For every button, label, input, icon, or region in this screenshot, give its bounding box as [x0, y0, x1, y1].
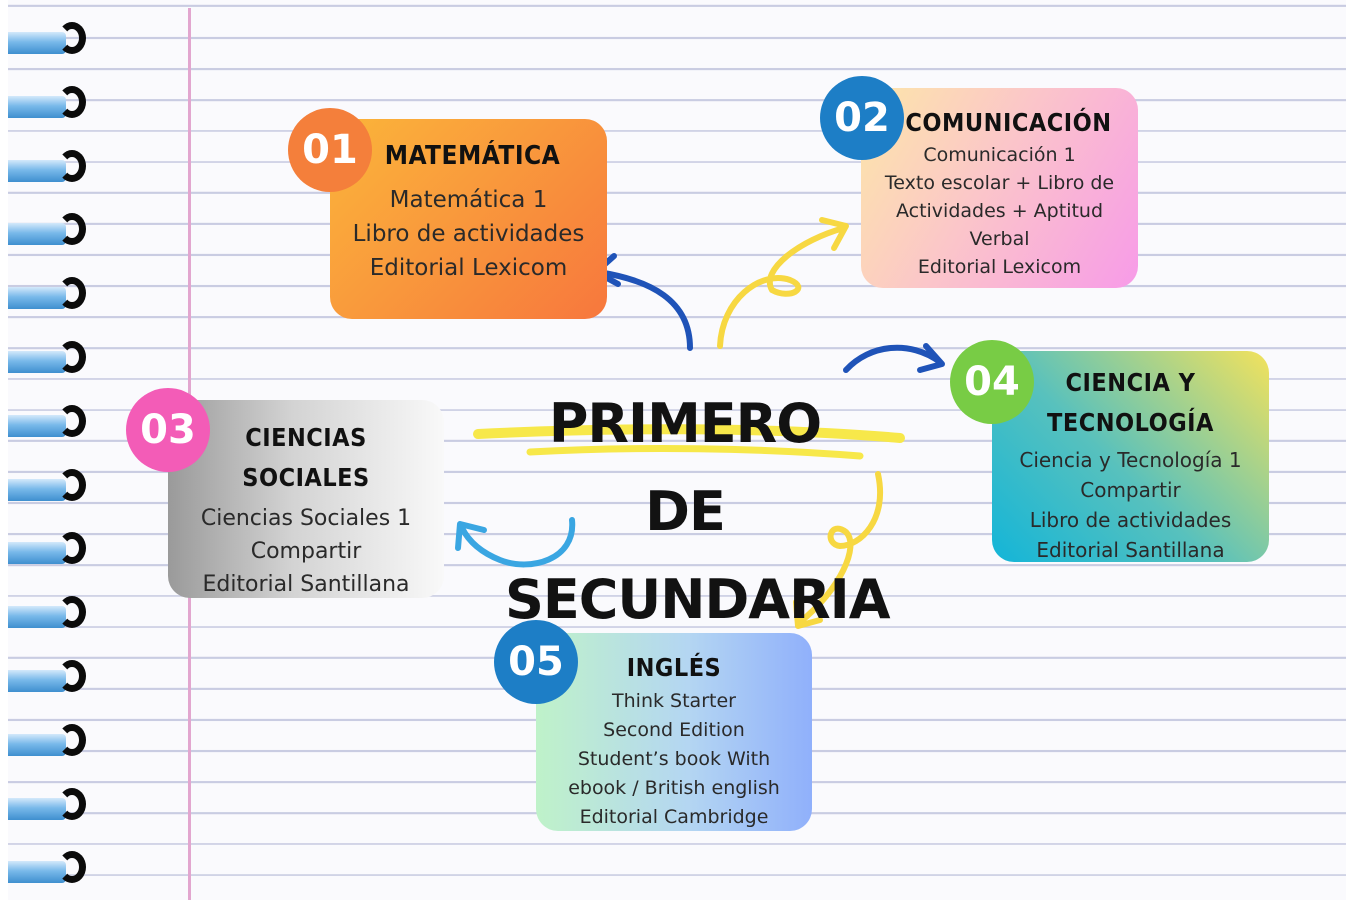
ring-loop — [58, 213, 86, 246]
spiral-ring — [8, 22, 100, 60]
ring-tab — [8, 861, 66, 884]
ring-loop — [58, 787, 86, 820]
card-line: Editorial Santillana — [202, 572, 410, 597]
card-line: Second Edition — [603, 719, 745, 741]
card-line: Compartir — [1080, 478, 1181, 502]
spiral-ring — [8, 660, 100, 698]
card-line: Student’s book With — [577, 748, 771, 770]
ring-loop — [58, 85, 86, 118]
card-title: TECNOLOGÍA — [1047, 408, 1214, 437]
ring-loop — [58, 341, 86, 373]
ring-tab — [8, 670, 66, 692]
arrow-head-ingles — [793, 599, 823, 629]
card-line: Think Starter — [612, 690, 736, 712]
ring-tab — [8, 223, 66, 246]
ring-tab — [8, 606, 66, 629]
spiral-ring — [8, 596, 100, 634]
ring-tab — [8, 478, 66, 501]
card-line: Editorial Santillana — [1036, 538, 1225, 562]
ring-tab — [8, 32, 66, 54]
card-title: CIENCIAS — [245, 423, 367, 452]
arrow-to-ingles — [797, 471, 883, 625]
spiral-ring — [8, 149, 100, 188]
badge-03: 03 — [126, 388, 210, 472]
card-line: Editorial Cambridge — [579, 806, 769, 828]
arrow-head-ciencias-sociales — [455, 521, 487, 551]
spiral-ring — [8, 787, 100, 826]
card-line: Matemática 1 — [389, 187, 548, 213]
ring-loop — [58, 277, 86, 310]
arrow-head-ciencia — [917, 343, 945, 373]
ring-loop — [58, 532, 86, 565]
spiral-ring — [8, 85, 100, 124]
spiral-ring — [8, 341, 100, 379]
card-line: ebook / British english — [568, 777, 780, 799]
card-line: Libro de actividades — [352, 221, 585, 247]
arrow-to-ciencias-sociales — [459, 517, 576, 568]
spiral-ring — [8, 851, 100, 889]
ring-loop — [58, 596, 86, 629]
ring-tab — [8, 733, 66, 756]
spiral-ring — [8, 277, 100, 315]
ring-loop — [58, 468, 86, 501]
card-line: Ciencias Sociales 1 — [200, 506, 412, 531]
ring-tab — [8, 159, 66, 182]
ring-loop — [58, 22, 86, 54]
card-line: Ciencia y Tecnología 1 — [1019, 448, 1242, 472]
ring-loop — [58, 723, 86, 756]
card-ingles: INGLÉS Think Starter Second Edition Stud… — [536, 633, 812, 831]
spiral-ring — [8, 532, 100, 570]
card-line: Texto escolar + Libro de — [884, 172, 1115, 194]
ring-tab — [8, 95, 66, 118]
card-line: Editorial Lexicom — [917, 256, 1082, 278]
card-title: SOCIALES — [242, 463, 370, 492]
title-highlight-1 — [473, 424, 905, 443]
card-matematica: MATEMÁTICA Matemática 1 Libro de activid… — [330, 119, 607, 319]
ring-loop — [58, 404, 86, 437]
central-topic: PRIMERO DE SECUNDARIA — [505, 380, 891, 644]
ring-tab — [8, 287, 66, 310]
card-line: Libro de actividades — [1029, 508, 1232, 532]
arrow-to-matematica — [595, 269, 693, 351]
title-highlight-2 — [526, 445, 864, 460]
badge-01: 01 — [288, 108, 372, 192]
card-line: Comunicación 1 — [923, 144, 1076, 166]
card-line: Editorial Lexicom — [369, 255, 568, 281]
card-ciencia-tecnologia: CIENCIA Y TECNOLOGÍA Ciencia y Tecnologí… — [992, 351, 1269, 562]
card-title: MATEMÁTICA — [384, 141, 561, 171]
badge-02: 02 — [820, 76, 904, 160]
central-topic-line-1: PRIMERO DE — [548, 392, 822, 543]
card-line: Verbal — [969, 228, 1030, 250]
central-topic-line-2: SECUNDARIA — [505, 568, 891, 631]
card-line: Compartir — [250, 539, 362, 564]
card-line: Actividades + Aptitud — [895, 200, 1104, 222]
ring-tab — [8, 351, 66, 373]
ring-tab — [8, 542, 66, 565]
spiral-ring — [8, 468, 100, 507]
badge-05: 05 — [494, 620, 578, 704]
ring-tab — [8, 414, 66, 437]
badge-04: 04 — [950, 340, 1034, 424]
ring-loop — [58, 149, 86, 182]
card-title: INGLÉS — [626, 653, 722, 682]
spiral-ring — [8, 723, 100, 762]
spiral-ring — [8, 213, 100, 251]
card-comunicacion: COMUNICACIÓN Comunicación 1 Texto escola… — [861, 88, 1138, 288]
ring-tab — [8, 797, 66, 820]
card-title: COMUNICACIÓN — [905, 108, 1112, 137]
ring-loop — [58, 660, 86, 692]
arrow-to-comunicacion — [717, 225, 847, 349]
spiral-ring — [8, 404, 100, 443]
arrow-head-comunicacion — [819, 217, 849, 251]
card-title: CIENCIA Y — [1065, 368, 1196, 397]
ring-loop — [58, 851, 86, 884]
card-ciencias-sociales: CIENCIAS SOCIALES Ciencias Sociales 1 Co… — [168, 400, 444, 598]
arrow-to-ciencia — [843, 344, 943, 373]
